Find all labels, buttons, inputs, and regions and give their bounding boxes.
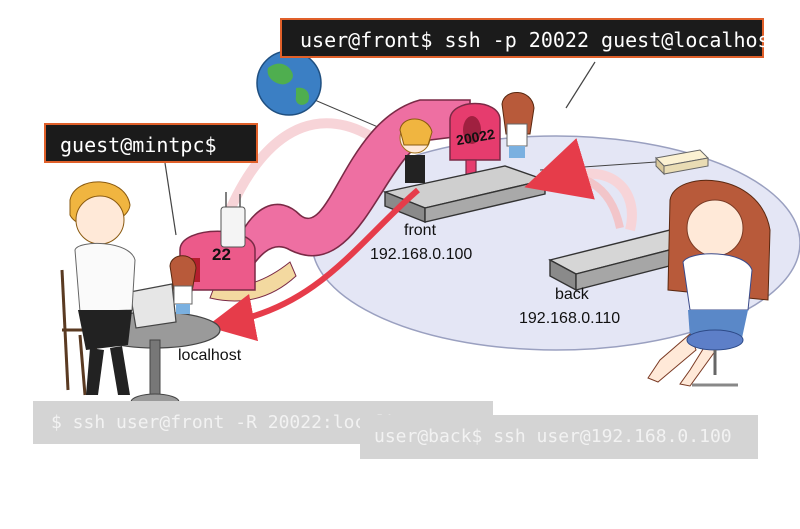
network-switch-icon: [654, 149, 710, 176]
globe-line: [309, 97, 386, 131]
front-host-name: front: [404, 222, 437, 239]
desk-leg: [149, 339, 161, 401]
callout-top: [565, 61, 596, 109]
mintpc-prompt-banner: guest@mintpc$: [44, 123, 258, 163]
back-host-ip: 192.168.0.110: [519, 310, 621, 327]
back-to-front-arrow: [524, 138, 624, 229]
faint-arc-left: [225, 118, 394, 213]
person-mailbox: [501, 92, 535, 158]
globe-icon: [256, 50, 322, 116]
person-local: [169, 255, 197, 314]
front-host-ip: 192.168.0.100: [370, 246, 473, 263]
callout-mintpc: [164, 162, 177, 236]
reverse-arrow: [206, 187, 420, 342]
top-command-banner: user@front$ ssh -p 20022 guest@localhost: [280, 18, 782, 58]
laptop-icon: [129, 283, 177, 329]
localhost-label: localhost: [178, 347, 242, 364]
back-host-name: back: [555, 286, 589, 303]
router-icon: [220, 192, 246, 248]
back-command: user@back$ ssh user@192.168.0.100: [360, 415, 758, 459]
person-front: [399, 118, 433, 183]
server-front-icon: [382, 165, 548, 224]
local-port-label: 22: [212, 245, 231, 264]
person-left: [69, 181, 136, 395]
chair-right: [686, 329, 744, 387]
